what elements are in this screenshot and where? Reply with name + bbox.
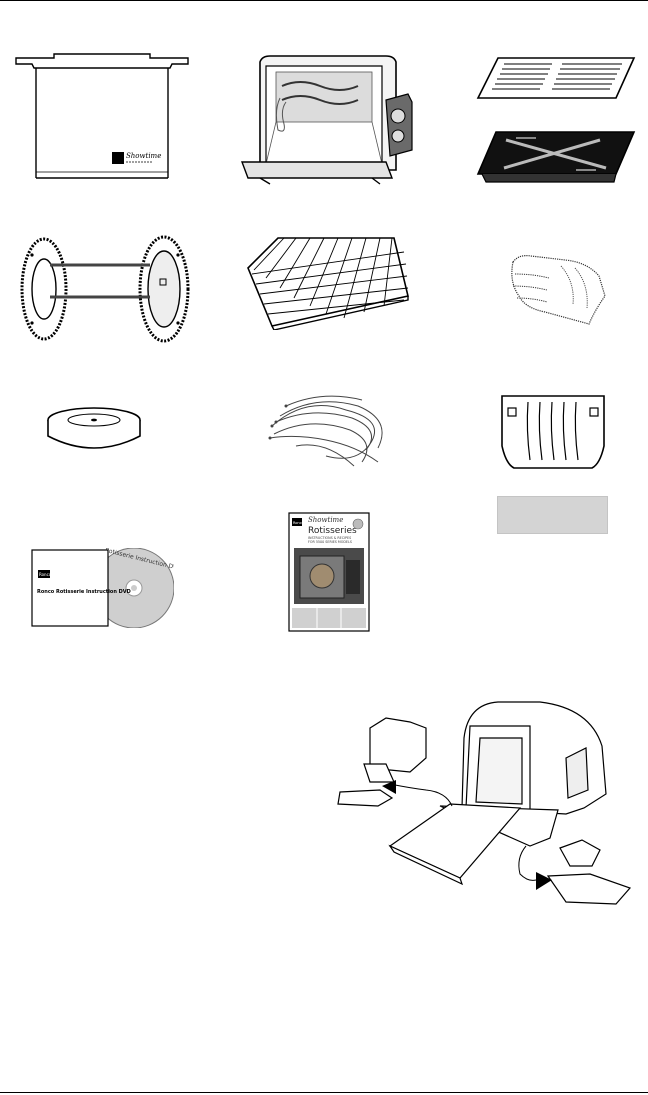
brand-mark: Showtime — [126, 152, 161, 160]
arrow-right-icon — [536, 872, 552, 890]
spit-assembly-figure — [18, 235, 190, 345]
dvd-sleeve-title: Ronco Rotisserie Instruction DVD — [37, 589, 131, 595]
drip-tray-figure — [476, 130, 636, 186]
grill-rack-figure — [476, 56, 636, 104]
blank-gray-box — [497, 496, 608, 534]
manual-subtitle-2: FOR 5500 SERIES MODELS — [308, 540, 352, 544]
bottom-rule — [0, 1092, 648, 1093]
instruction-dvd-figure: Rotisserie Instruction DVD Ronco Ronco R… — [30, 548, 174, 628]
manual-logo-text: Ronco — [293, 521, 304, 525]
basket-guard-figure — [496, 394, 610, 472]
oven-gloves-figure — [505, 252, 609, 332]
flat-basket-figure — [244, 234, 410, 330]
assembly-diagram — [330, 698, 636, 910]
drip-tray-cover-figure: Showtime — [14, 52, 190, 184]
sleeve-logo-text: Ronco — [39, 572, 52, 577]
elastic-ties-figure — [266, 386, 396, 472]
twine-spool-figure — [44, 404, 144, 454]
manual-title: Rotisseries — [308, 526, 357, 536]
top-rule — [0, 0, 648, 1]
instruction-manual-figure: Ronco Showtime Rotisseries INSTRUCTIONS … — [288, 512, 370, 632]
brand-logo-icon — [112, 152, 124, 164]
award-seal-icon — [353, 519, 363, 529]
manual-brand-script: Showtime — [308, 516, 343, 524]
rotisserie-oven-figure — [240, 54, 416, 188]
